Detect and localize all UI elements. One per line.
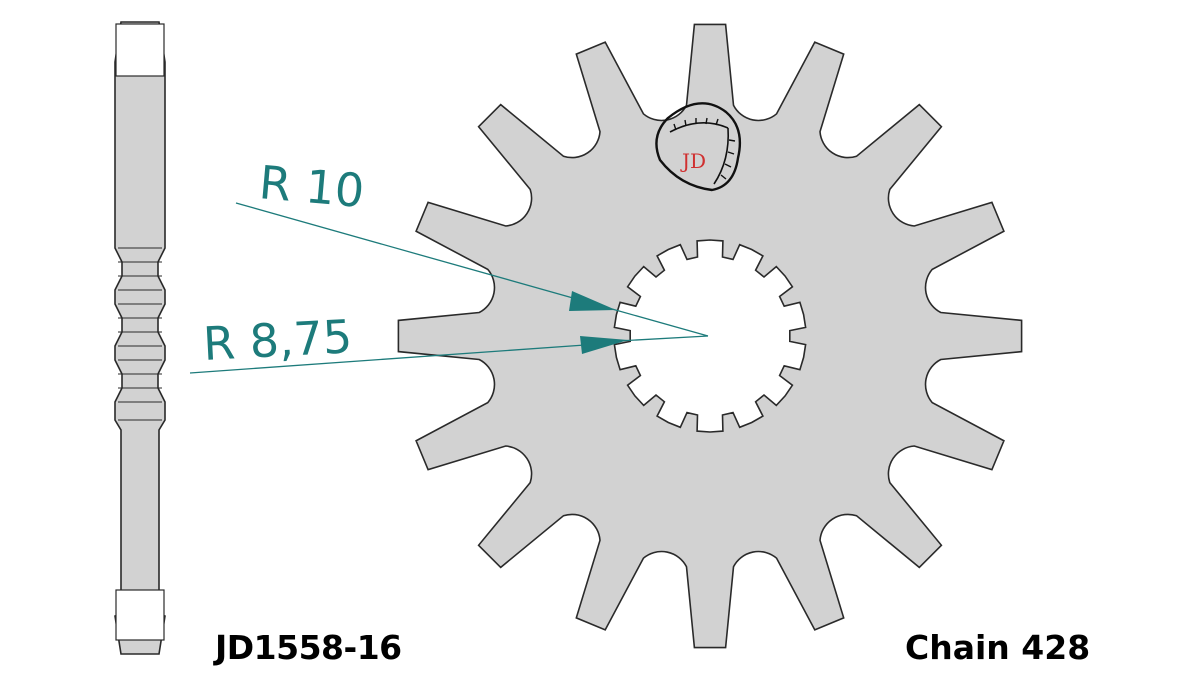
- outer-radius-leader-line: [235, 202, 581, 301]
- sprocket-front-view: [397, 23, 1023, 649]
- inner-radius-label: R 8,75: [202, 309, 354, 371]
- logo-text: JD: [680, 149, 706, 173]
- side-profile-outline: [114, 21, 166, 655]
- side-profile-hub-lines: [118, 247, 162, 421]
- outer-radius-arrowhead: [569, 291, 616, 311]
- sprocket-body: [397, 23, 1023, 649]
- outer-radius-center-line: [611, 308, 709, 337]
- part-number-label: JD1558-16: [215, 628, 402, 667]
- inner-radius-leader-line: [189, 344, 586, 374]
- dimension-annotations: R 10 R 8,75: [189, 155, 709, 374]
- outer-radius-label: R 10: [257, 155, 366, 218]
- chain-size-label: Chain 428: [905, 628, 1091, 667]
- inner-radius-center-line: [617, 335, 709, 342]
- side-profile-bottom-cap: [115, 589, 165, 641]
- inner-radius-arrowhead: [580, 336, 628, 354]
- side-profile-top-cap: [115, 23, 165, 77]
- jd-triangle-logo-icon: JD: [655, 102, 742, 192]
- side-profile-view: [114, 21, 166, 655]
